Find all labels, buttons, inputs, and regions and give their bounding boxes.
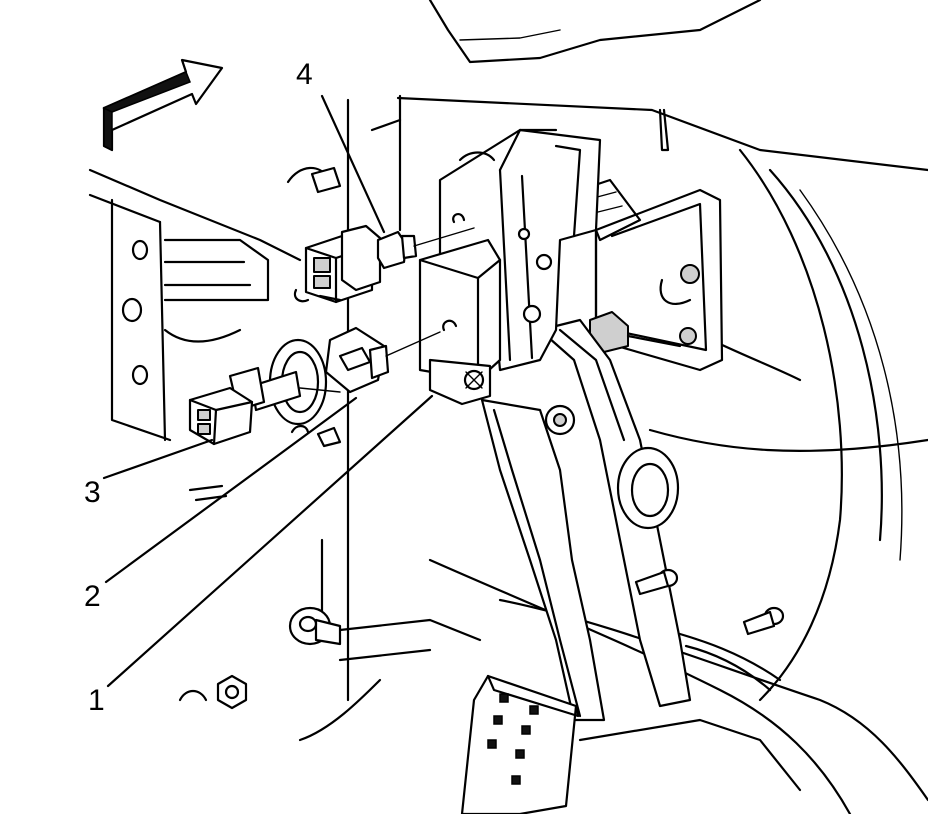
vehicle-body-structure: [88, 0, 928, 814]
brake-pedal-arm: [460, 318, 692, 814]
pedal-pad-studs: [487, 693, 539, 785]
brake-switch-upper: [304, 224, 475, 304]
stud-bolt-icon: [742, 606, 785, 636]
brake-switch-lower: [188, 338, 341, 446]
hex-nut-icon: [178, 674, 248, 710]
leader-line-4: [320, 94, 386, 234]
callout-1: 1: [88, 684, 105, 717]
grommet-icon: [616, 446, 680, 530]
forward-arrow-icon: [102, 58, 224, 152]
leader-line-3: [102, 438, 214, 480]
leader-line-1: [106, 394, 434, 688]
callout-leaders: [102, 94, 434, 688]
fasteners: [178, 424, 785, 710]
callout-2: 2: [84, 580, 101, 613]
callout-labels: 4 3 2 1: [84, 58, 313, 717]
pedal-mounting-bracket: [418, 128, 602, 406]
stud-bolt-icon: [634, 568, 679, 596]
leader-line-2: [104, 396, 358, 584]
upper-retaining-clip: [286, 166, 342, 303]
callout-4: 4: [296, 58, 313, 91]
callout-3: 3: [84, 476, 101, 509]
stud-bolt-icon: [288, 606, 342, 646]
pedal-bracket-module: [578, 178, 724, 372]
